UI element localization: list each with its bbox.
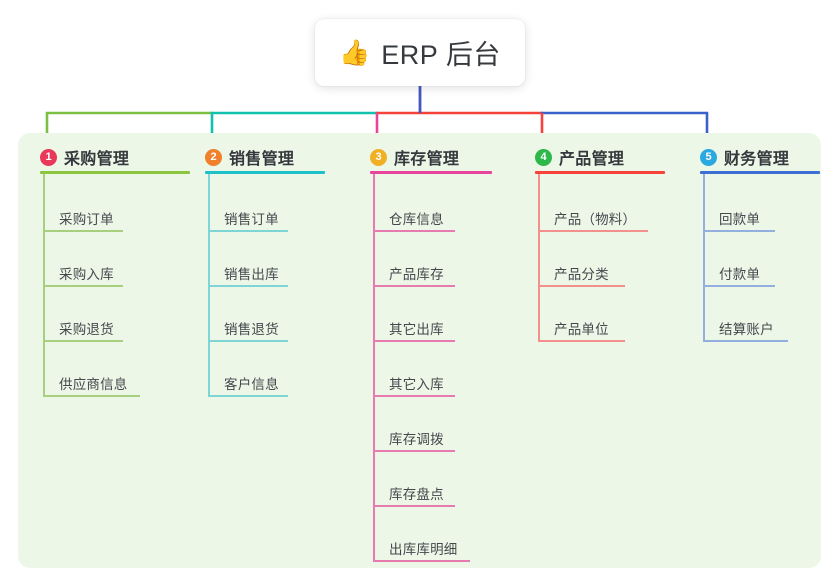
branch-item-underline [208,285,288,287]
branch-title: 库存管理 [394,151,460,168]
branch-item-label: 库存盘点 [389,487,444,502]
branch-item-label: 仓库信息 [389,212,444,227]
branch-item-underline [208,230,288,232]
branch-item-label: 产品库存 [389,267,444,282]
branch-badge-4: 4 [535,148,552,166]
branch-item-label: 库存调拨 [389,432,444,447]
branch-item-label: 回款单 [719,212,761,227]
branch-item-label: 客户信息 [224,377,279,392]
branch-spine [373,174,375,560]
branch-underline [535,171,665,174]
branch-item-label: 出库库明细 [389,542,458,557]
branch-header-4[interactable]: 4 产品管理 [535,145,624,169]
branch-item-underline [43,340,123,342]
branch-item-underline [373,340,455,342]
branch-item-underline [373,230,455,232]
thumbs-up-icon: 👍 [339,39,371,67]
branch-item-label: 结算账户 [719,322,774,337]
branch-underline [40,171,190,174]
branch-badge-2: 2 [205,148,222,166]
branch-item-underline [703,340,788,342]
branch-item-label: 供应商信息 [59,377,128,392]
branch-item-underline [43,230,123,232]
branch-item-label: 产品（物料） [554,212,637,227]
branch-item-label: 付款单 [719,267,761,282]
branch-item-underline [703,285,775,287]
branch-item-label: 采购订单 [59,212,114,227]
branch-header-3[interactable]: 3 库存管理 [370,145,459,169]
branch-title: 产品管理 [559,151,625,168]
branch-title: 销售管理 [229,151,295,168]
branch-badge-1: 1 [40,148,57,166]
branch-item-underline [538,340,625,342]
branch-item-underline [703,230,775,232]
branch-item-label: 产品分类 [554,267,609,282]
branch-underline [700,171,820,174]
branch-badge-3: 3 [370,148,387,166]
branch-spine [208,174,210,395]
branch-item-underline [373,560,470,562]
root-node[interactable]: 👍 ERP 后台 [315,19,525,86]
branch-item-label: 其它入库 [389,377,444,392]
branch-item-label: 其它出库 [389,322,444,337]
branch-item-underline [538,285,625,287]
branch-item-label: 采购入库 [59,267,114,282]
branch-spine [703,174,705,340]
branch-underline [205,171,325,174]
branch-header-5[interactable]: 5 财务管理 [700,145,789,169]
branch-item-underline [373,285,455,287]
branch-spine [43,174,45,395]
branch-item-underline [373,395,455,397]
branch-item-underline [43,285,123,287]
branch-item-label: 采购退货 [59,322,114,337]
branch-item-label: 销售出库 [224,267,279,282]
branch-header-2[interactable]: 2 销售管理 [205,145,294,169]
branch-header-1[interactable]: 1 采购管理 [40,145,129,169]
branch-underline [370,171,492,174]
branch-item-label: 产品单位 [554,322,609,337]
branch-title: 采购管理 [64,151,130,168]
branch-item-underline [373,505,455,507]
branches-panel [18,133,821,568]
branch-badge-5: 5 [700,148,717,166]
branch-title: 财务管理 [724,151,790,168]
root-title: ERP 后台 [381,40,501,70]
branch-item-label: 销售订单 [224,212,279,227]
branch-item-underline [373,450,455,452]
branch-item-underline [538,230,648,232]
branch-spine [538,174,540,340]
branch-item-underline [208,340,288,342]
branch-item-label: 销售退货 [224,322,279,337]
branch-item-underline [43,395,140,397]
branch-item-underline [208,395,288,397]
